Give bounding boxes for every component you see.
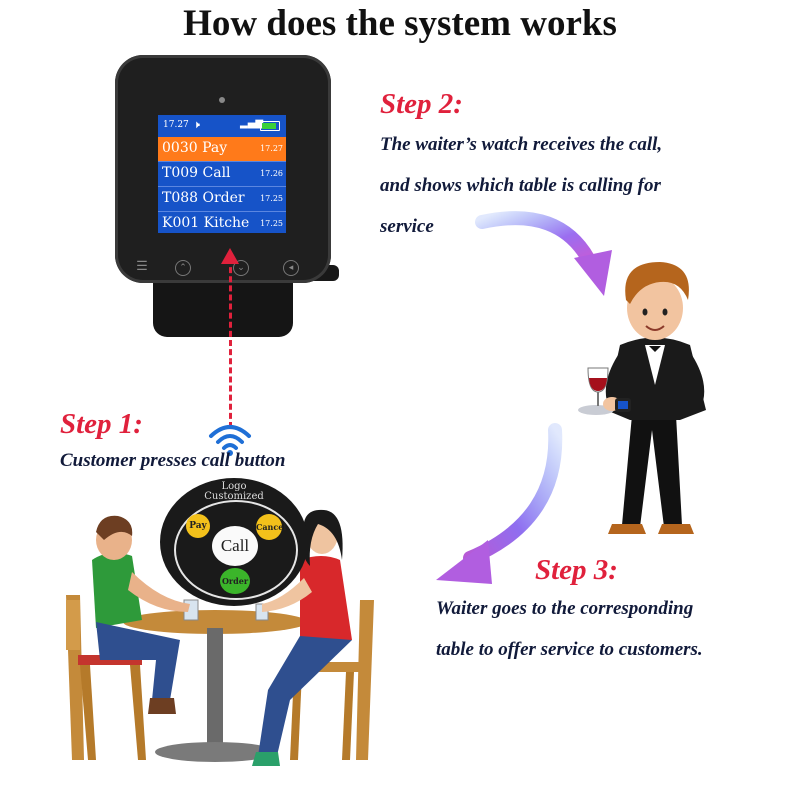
watch-buttons: ☰ ⌃ ⌄ ◂ <box>135 260 311 278</box>
battery-icon <box>260 121 280 131</box>
chevron-up-icon[interactable]: ⌃ <box>175 260 191 276</box>
call-row-time: 17.25 <box>260 194 283 203</box>
step-3-description: Waiter goes to the corresponding table t… <box>436 588 796 670</box>
main-title: How does the system works <box>183 3 617 44</box>
call-row-text: T009 Call <box>162 165 231 181</box>
watch-camera <box>219 97 225 103</box>
desc-line: and shows which table is calling for <box>380 175 661 196</box>
desc-line: Waiter goes to the corresponding <box>436 598 694 619</box>
call-row-time: 17.25 <box>260 219 283 228</box>
mute-icon: 🕨 <box>193 118 200 131</box>
call-row: T088 Order 17.25 <box>158 186 286 211</box>
cancel-button[interactable]: Cancel <box>256 514 286 540</box>
call-row-time: 17.26 <box>260 169 283 178</box>
desc-line: The waiter’s watch receives the call, <box>380 134 663 155</box>
step-2-description: The waiter’s watch receives the call, an… <box>380 124 790 247</box>
pay-button[interactable]: Pay <box>186 514 210 538</box>
chevron-down-icon[interactable]: ⌄ <box>233 260 249 276</box>
watch-status-bar: 17.27 🕨 ▂▄▆ <box>158 115 286 137</box>
step-1-description: Customer presses call button <box>60 446 285 476</box>
status-time: 17.27 <box>163 120 189 130</box>
logo-text: Logo Customized <box>160 482 308 502</box>
desc-line: service <box>380 216 434 237</box>
call-button-ring <box>174 500 298 600</box>
call-row: T009 Call 17.26 <box>158 161 286 186</box>
watch-screen: 17.27 🕨 ▂▄▆ 0030 Pay 17.27 T009 Call 17.… <box>158 115 286 233</box>
step-3-label: Step 3: <box>535 554 618 586</box>
wifi-icon <box>209 425 251 456</box>
call-row-text: T088 Order <box>162 190 245 206</box>
call-row: 0030 Pay 17.27 <box>158 137 286 161</box>
order-button[interactable]: Order <box>220 568 250 594</box>
step-1-label: Step 1: <box>60 408 143 440</box>
back-icon[interactable]: ◂ <box>283 260 299 276</box>
step-2-label: Step 2: <box>380 88 463 120</box>
pager-watch: 17.27 🕨 ▂▄▆ 0030 Pay 17.27 T009 Call 17.… <box>115 55 339 340</box>
call-button[interactable]: Call <box>212 526 258 566</box>
signal-bars-icon: ▂▄▆ <box>240 118 264 129</box>
waiter-figure <box>578 262 706 534</box>
logo-line: Customized <box>204 491 264 502</box>
call-row-text: K001 Kitche <box>162 215 250 231</box>
watch-body: 17.27 🕨 ▂▄▆ 0030 Pay 17.27 T009 Call 17.… <box>115 55 331 283</box>
call-button-device: Logo Customized Pay Cancel Call Order <box>160 478 308 606</box>
desc-line: Customer presses call button <box>60 450 286 471</box>
call-row-text: 0030 Pay <box>162 140 228 156</box>
call-row: K001 Kitche 17.25 <box>158 211 286 233</box>
signal-dashed-line <box>229 258 232 428</box>
desc-line: table to offer service to customers. <box>436 639 703 660</box>
logo-line: Logo <box>221 481 247 492</box>
watch-strap <box>153 265 339 337</box>
menu-icon[interactable]: ☰ <box>136 259 148 274</box>
call-row-time: 17.27 <box>260 144 283 153</box>
signal-arrow-head <box>221 248 239 264</box>
